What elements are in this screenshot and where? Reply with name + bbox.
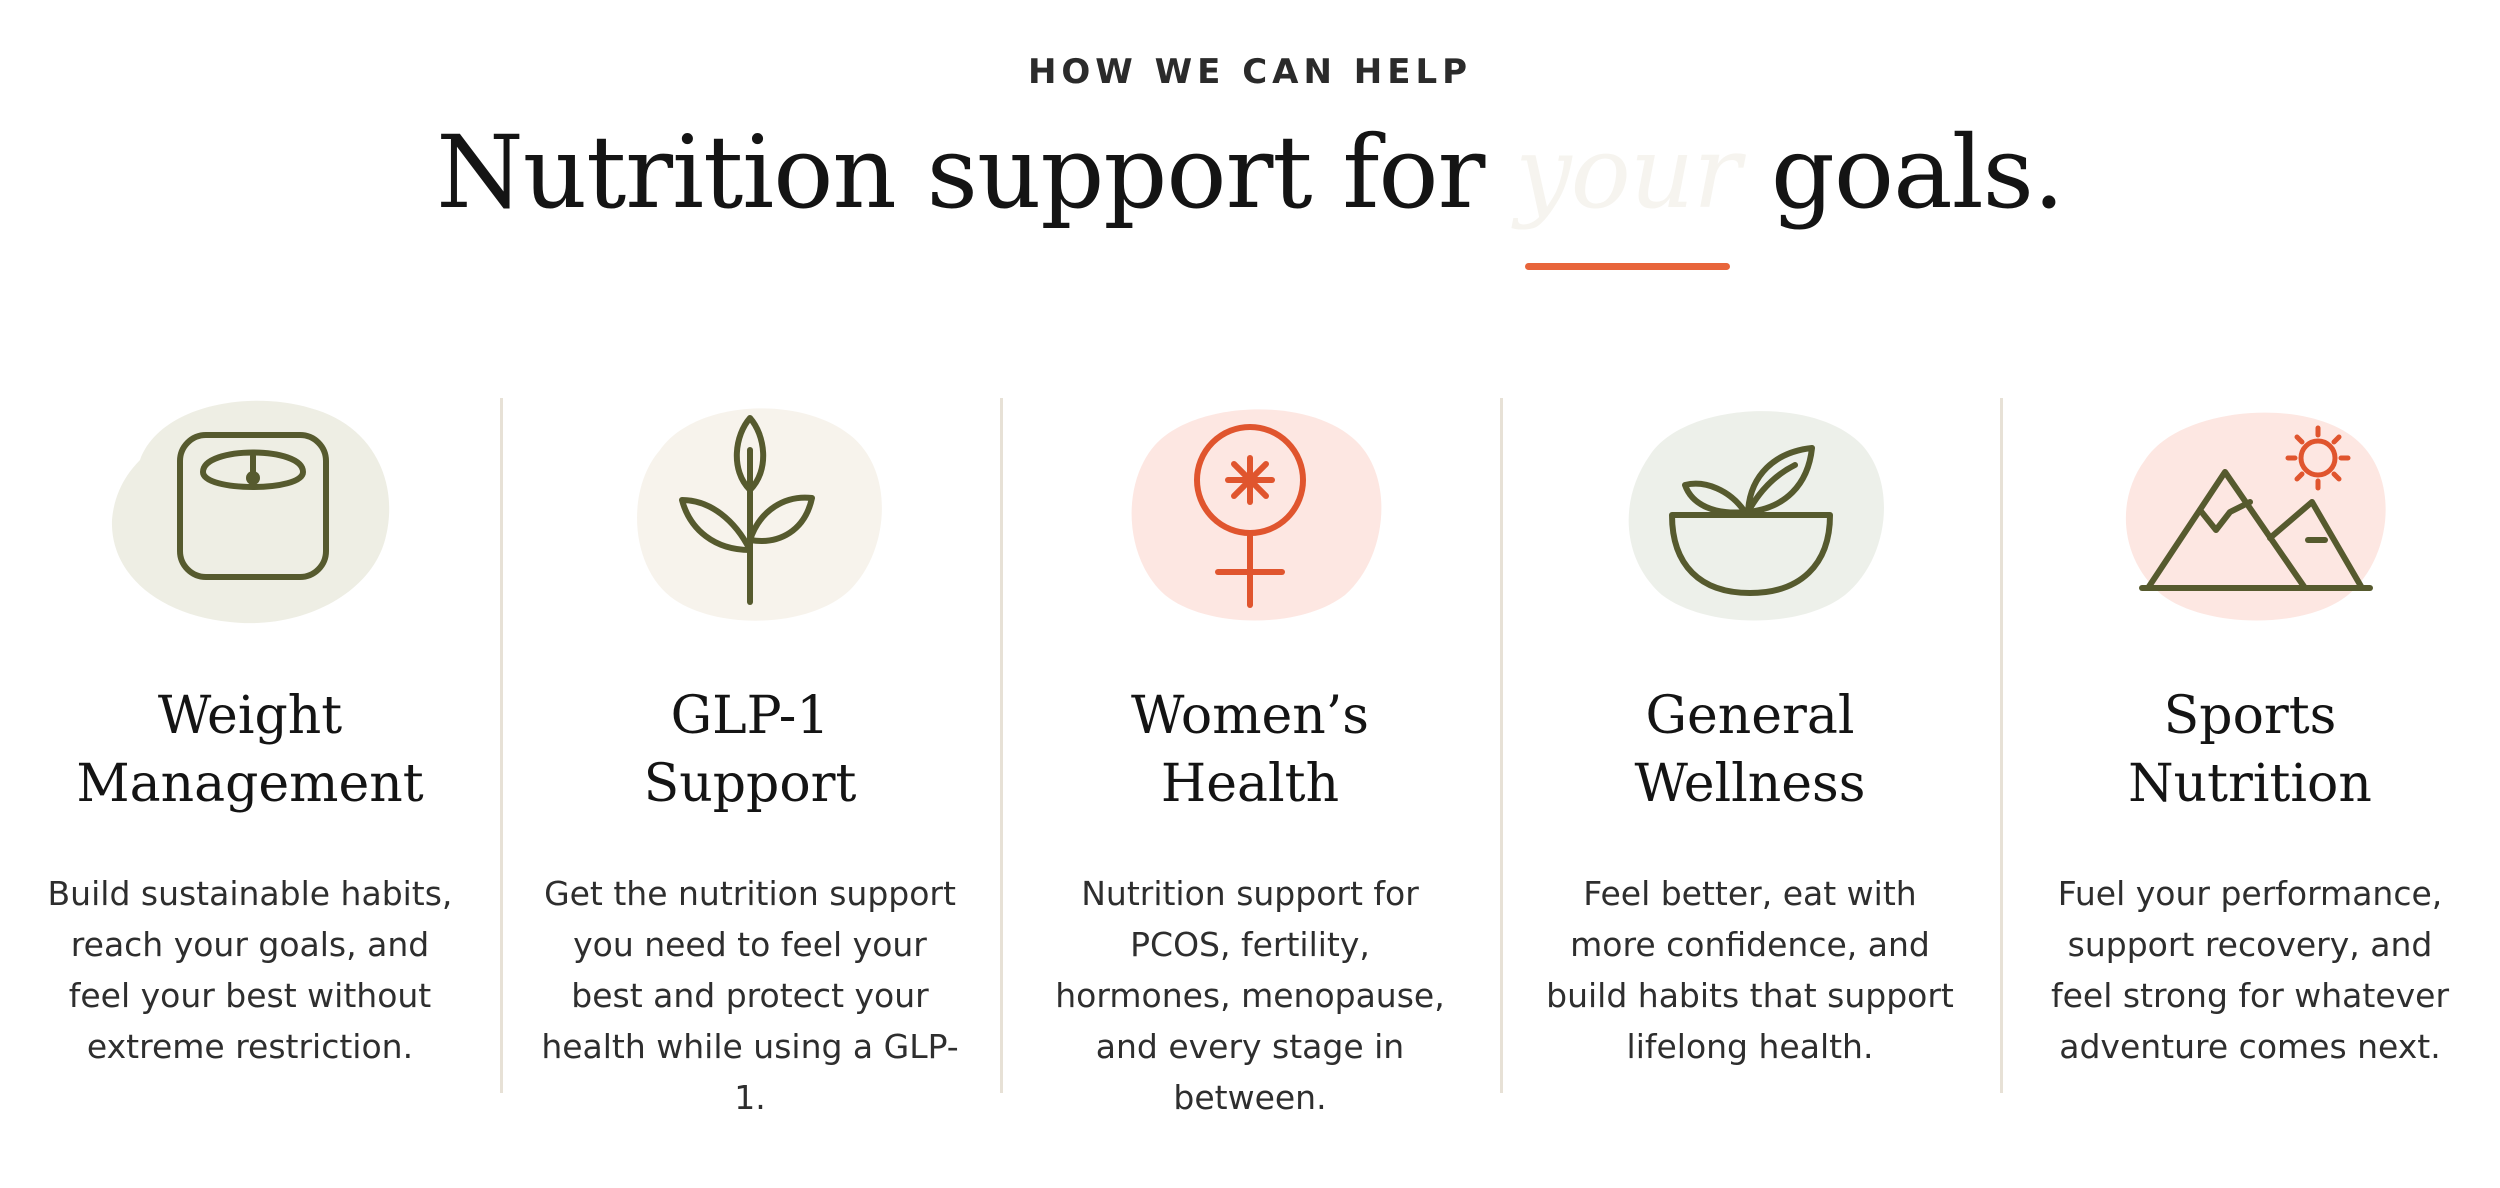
service-description: Nutrition support for PCOS, fertility, h… xyxy=(1055,874,1445,1117)
headline-text-before: Nutrition support for xyxy=(436,114,1516,231)
headline-text-after: goals. xyxy=(1740,114,2065,231)
service-title: GLP-1 Support xyxy=(643,686,857,814)
service-card-sports-nutrition[interactable]: Sports Nutrition Fuel your performance, … xyxy=(2000,390,2500,1093)
service-card-glp1-support[interactable]: GLP-1 Support Get the nutrition support … xyxy=(500,390,1000,1117)
salad-bowl-icon xyxy=(1600,390,1900,630)
service-card-weight-management[interactable]: Weight Management Build sustainable habi… xyxy=(0,390,500,1090)
section-eyebrow: HOW WE CAN HELP xyxy=(1027,52,1473,92)
service-card-general-wellness[interactable]: General Wellness Feel better, eat with m… xyxy=(1500,390,2000,1093)
service-description: Feel better, eat with more confidence, a… xyxy=(1546,874,1954,1066)
service-title: Weight Management xyxy=(76,686,424,814)
service-title: Sports Nutrition xyxy=(2128,686,2372,814)
service-card-womens-health[interactable]: Women’s Health Nutrition support for PCO… xyxy=(1000,390,1500,1117)
service-description: Build sustainable habits, reach your goa… xyxy=(47,874,453,1066)
headline-underline xyxy=(1525,263,1731,270)
service-title: General Wellness xyxy=(1634,686,1866,814)
scale-icon xyxy=(100,390,400,630)
mountain-sun-icon xyxy=(2100,390,2400,630)
service-description: Fuel your performance, support recovery,… xyxy=(2050,874,2450,1066)
headline-accent-word: your xyxy=(1515,108,1741,270)
female-symbol-icon xyxy=(1100,390,1400,630)
section-headline: Nutrition support for your goals. xyxy=(0,108,2500,270)
service-description: Get the nutrition support you need to fe… xyxy=(541,874,959,1117)
service-title: Women’s Health xyxy=(1130,686,1369,814)
sprout-icon xyxy=(600,390,900,630)
services-grid: Weight Management Build sustainable habi… xyxy=(0,390,2500,1117)
headline-accent-text: your xyxy=(1515,114,1741,231)
